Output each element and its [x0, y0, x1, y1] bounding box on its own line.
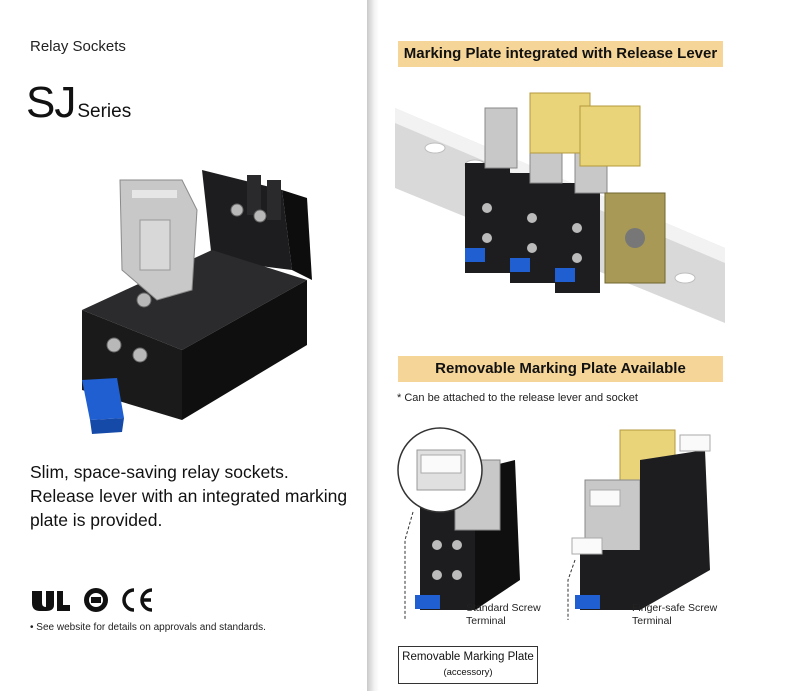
accessory-label-box: Removable Marking Plate (accessory) [398, 646, 538, 684]
csa-icon [84, 588, 108, 612]
standard-caption-line-2: Terminal [466, 615, 506, 627]
approvals-note: • See website for details on approvals a… [30, 622, 266, 633]
category-label: Relay Sockets [30, 38, 126, 55]
series-word: Series [77, 101, 132, 122]
certification-marks [30, 586, 154, 614]
sj-socket-illustration [82, 170, 312, 434]
finger-safe-caption: Finger-safe Screw Terminal [632, 602, 717, 628]
finger-caption-line-1: Finger-safe Screw [632, 602, 718, 614]
standard-screw-terminal-photo [397, 427, 520, 620]
standard-screw-caption: Standard Screw Terminal [466, 602, 541, 628]
feature-title-removable-plate: Removable Marking Plate Available [398, 356, 723, 382]
accessory-sublabel: (accessory) [443, 667, 493, 678]
description-line-2: Release lever with an integrated marking [30, 486, 348, 506]
page-gutter [367, 0, 379, 691]
ul-recognized-icon [32, 591, 70, 611]
feature-title-integrated-lever: Marking Plate integrated with Release Le… [398, 41, 723, 67]
series-name: SJ [26, 78, 76, 127]
description-line-3: plate is provided. [30, 510, 163, 530]
finger-caption-line-2: Terminal [632, 615, 672, 627]
accessory-label: Removable Marking Plate [402, 651, 534, 663]
attach-note: * Can be attached to the release lever a… [397, 392, 638, 404]
product-description: Slim, space-saving relay sockets. Releas… [30, 460, 360, 532]
ce-mark-icon [122, 588, 153, 612]
finger-safe-screw-terminal-photo [567, 429, 711, 620]
description-line-1: Slim, space-saving relay sockets. [30, 462, 289, 482]
din-rail-mounted-sockets-photo [395, 92, 725, 323]
standard-caption-line-1: Standard Screw [466, 602, 541, 614]
